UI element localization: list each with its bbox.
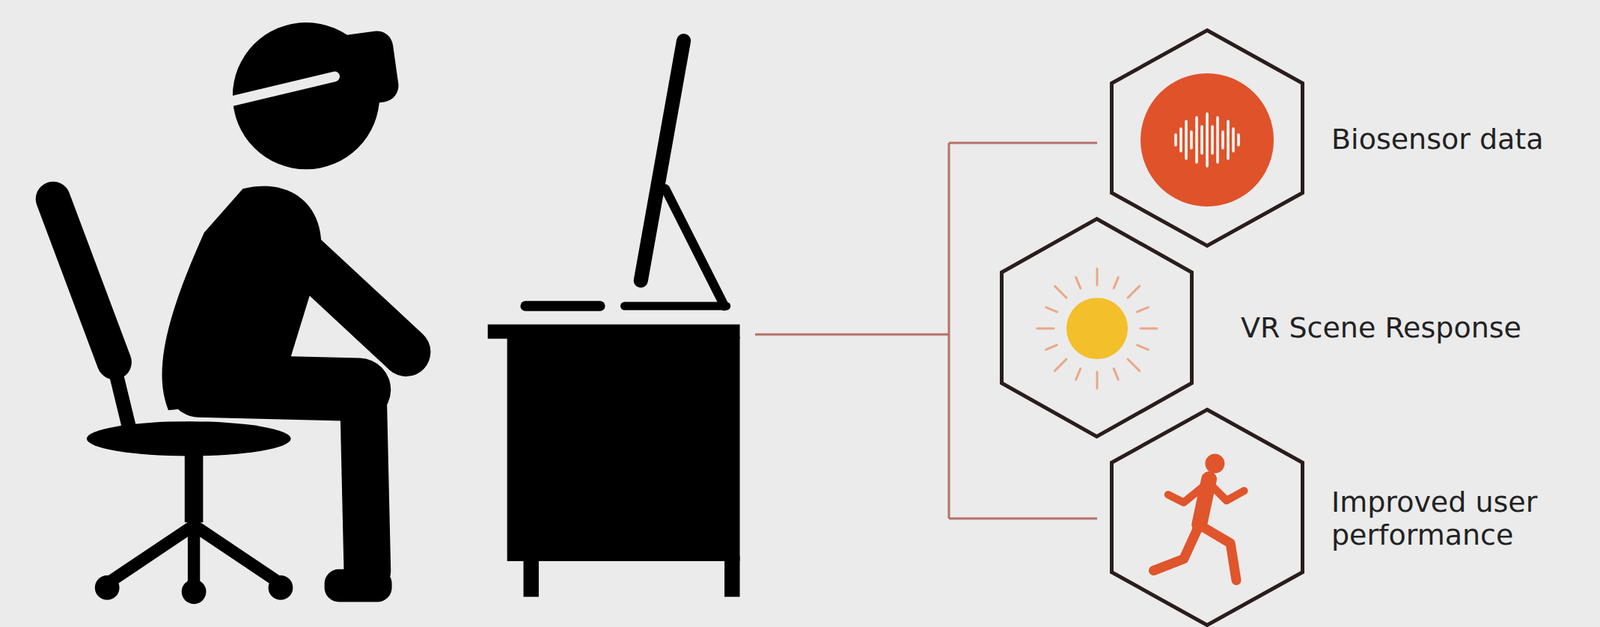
runner-icon [1153,454,1245,581]
sun-ray [1054,285,1067,298]
wave-bar [1200,126,1204,154]
wave-bar [1221,131,1225,149]
sun-ray [1140,327,1157,331]
sun-ray [1113,368,1119,381]
icon-circle [1140,73,1274,207]
node-label: Biosensor data [1331,123,1544,157]
chair-wheel [268,575,294,601]
wave-bar [1184,121,1188,159]
sun-ray [1137,307,1149,313]
sun-ray [1076,277,1081,289]
bracket [755,142,1098,519]
waveform-icon [1140,73,1274,207]
sun-ray [1046,307,1058,313]
wave-bar [1226,121,1230,159]
chair-wheel [95,575,120,601]
runner-leg [1199,525,1237,581]
hexagon-node: Biosensor data [1109,28,1305,248]
sun-ray [1046,344,1058,350]
sun-ray [1127,359,1140,372]
sun-ray [1096,371,1099,389]
hexagon-node: Improved user performance [1109,407,1305,627]
desk-top [487,324,741,340]
hexagon-shape [999,217,1194,439]
node-label: Improved user performance [1331,486,1600,552]
chair-post [184,449,204,523]
desk-leg [724,556,740,598]
wave-bar [1210,126,1214,154]
vr-headset [332,29,402,109]
hexagon-outline [1112,30,1303,247]
runner-arm [1209,483,1245,501]
sun-ray [1137,344,1149,350]
desk-leg [523,556,539,598]
sun-ray [1113,277,1119,289]
hexagon-outline [1112,410,1303,626]
leader-line [755,333,949,337]
desk-body [507,336,741,562]
leader-line [948,142,1098,145]
wave-bar [1179,128,1183,152]
hexagon-node: VR Scene Response [999,217,1194,439]
runner-body [1199,478,1210,525]
runner-head [1204,454,1225,474]
hexagon-outline [1002,219,1193,438]
person-leg [362,392,367,572]
leader-line [948,517,1098,521]
runner-arm [1168,484,1205,503]
person-at-desk [53,22,741,604]
sun-ray [1076,368,1081,381]
person-foot [324,569,393,603]
sun-ray [1037,327,1054,331]
sun-disc [1066,297,1128,360]
wave-bar [1237,134,1241,146]
wave-bar [1205,113,1209,167]
runner-leg [1153,525,1200,572]
chair-wheel [181,579,207,604]
wave-bar [1189,131,1193,149]
hexagon-shape [1109,407,1305,627]
headset-strap [232,76,335,102]
wave-bar [1216,117,1220,163]
wave-bar [1174,134,1178,146]
person-thigh [199,385,360,390]
wave-bar [1195,117,1199,163]
wave-bar [1231,128,1235,152]
keyboard [525,300,601,312]
monitor-stand [665,188,725,307]
monitor-screen [640,41,684,281]
monitor-base [624,302,726,311]
person-arm [277,232,407,353]
sun-ray [1127,285,1140,298]
sun-ray [1096,268,1099,286]
sun-ray [1054,359,1067,372]
chair-support [101,316,131,435]
sun-icon [1037,268,1157,389]
leader-line [948,142,951,519]
hexagon-shape [1109,28,1305,248]
node-label: VR Scene Response [1240,312,1522,345]
